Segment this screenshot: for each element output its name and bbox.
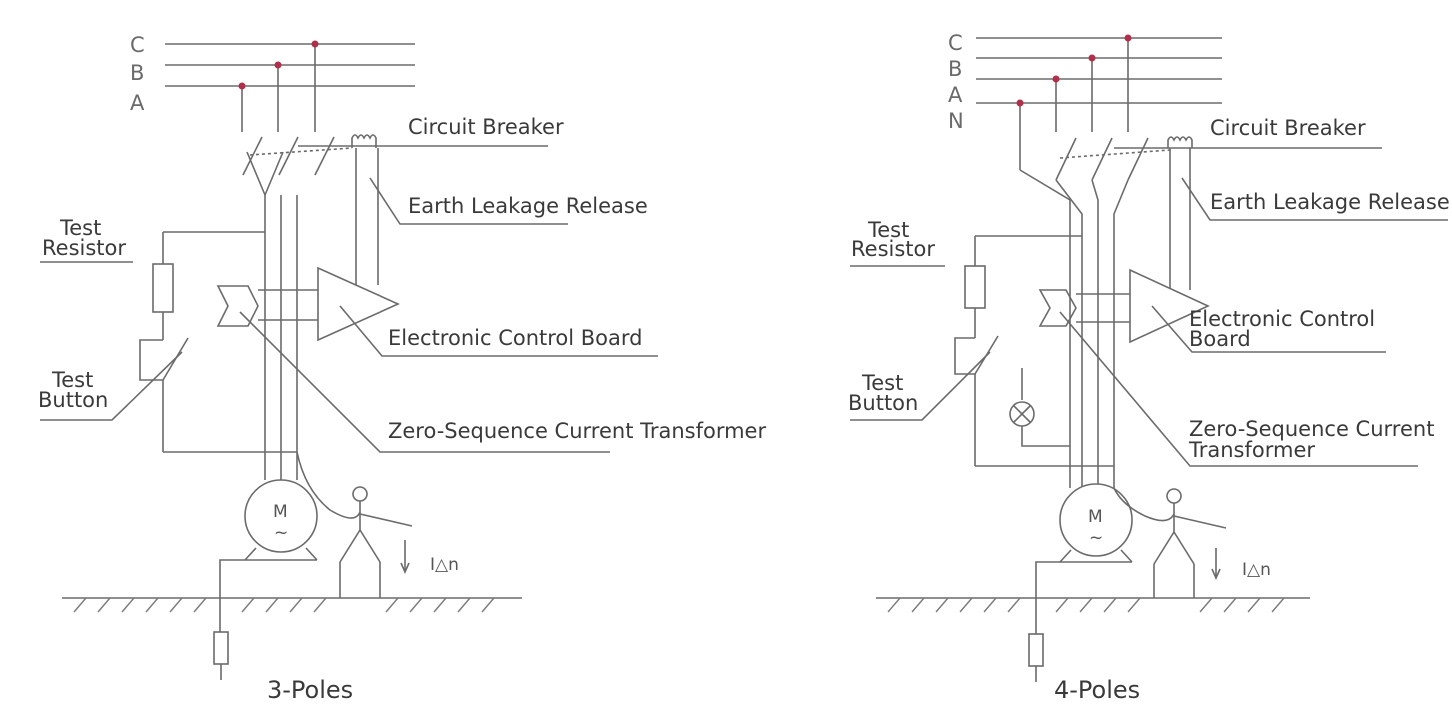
earth-resistor xyxy=(1028,633,1044,667)
test-button-symbol xyxy=(954,337,975,375)
electronic-control-board xyxy=(317,266,400,342)
breaker-contact xyxy=(264,151,284,196)
leakage-arrow-head xyxy=(400,562,410,574)
release-coil xyxy=(351,134,377,148)
four-pole-diagram: C B A N xyxy=(848,31,1450,704)
breaker-contact xyxy=(278,136,299,176)
breaker-contact xyxy=(242,136,263,176)
phase-label-b: B xyxy=(948,57,962,81)
ground-hatching xyxy=(887,597,1285,613)
motor xyxy=(244,479,318,553)
breaker-contact xyxy=(1055,137,1077,181)
leader-test-button xyxy=(40,351,183,421)
leader-test-button xyxy=(850,351,991,421)
phase-label-a: A xyxy=(948,83,963,107)
junction-dot xyxy=(1088,54,1096,62)
phase-label-c: C xyxy=(130,33,145,57)
person-legs xyxy=(339,528,381,598)
motor-tilde: ~ xyxy=(1089,528,1103,548)
caption-4-poles: 4-Poles xyxy=(1054,676,1140,704)
breaker-contact xyxy=(1127,137,1149,181)
motor-earth-wire xyxy=(1035,561,1060,634)
breaker-contact xyxy=(246,151,266,196)
label-test-resistor-1: Test xyxy=(867,218,909,242)
phase-label-b: B xyxy=(130,61,144,85)
lamp-wire xyxy=(1021,426,1070,447)
junction-dot xyxy=(1052,75,1060,83)
label-earth-leakage-release: Earth Leakage Release xyxy=(408,194,648,218)
label-zero-sequence-2: Transformer xyxy=(1188,438,1315,462)
test-resistor xyxy=(152,263,174,313)
conductor-3 xyxy=(1113,179,1129,488)
junction-dot xyxy=(274,61,282,69)
phase-label-n: N xyxy=(948,109,964,133)
label-zero-sequence-1: Zero-Sequence Current xyxy=(1189,417,1434,441)
leakage-path xyxy=(296,451,361,519)
junction-dot xyxy=(311,40,319,48)
motor-label: M xyxy=(273,502,288,522)
release-coil xyxy=(1167,136,1193,148)
motor xyxy=(1059,483,1133,557)
motor-earth-wire xyxy=(219,559,245,632)
breaker-linkage xyxy=(1059,149,1171,159)
label-circuit-breaker: Circuit Breaker xyxy=(1210,116,1366,140)
person-head xyxy=(1166,488,1182,504)
label-test-button-2: Button xyxy=(38,388,108,412)
label-test-button-1: Test xyxy=(51,368,93,392)
leader-earth-leakage xyxy=(1181,177,1448,221)
label-test-resistor-1: Test xyxy=(59,216,101,240)
leader-earth-leakage xyxy=(369,177,568,225)
neutral-conductor xyxy=(1019,169,1071,488)
label-earth-leakage-release: Earth Leakage Release xyxy=(1210,190,1450,214)
motor-tilde: ~ xyxy=(274,523,288,543)
phase-label-c: C xyxy=(948,31,963,55)
motor-base xyxy=(1059,549,1133,563)
label-zero-sequence: Zero-Sequence Current Transformer xyxy=(388,419,766,443)
person-legs xyxy=(1153,530,1195,598)
zero-sequence-ct xyxy=(1038,289,1077,327)
leakage-current-label: I△n xyxy=(430,555,459,575)
label-electronic-control-board-2: Board xyxy=(1189,327,1251,351)
label-electronic-control-board: Electronic Control Board xyxy=(388,326,643,350)
indicator-lamp-cross xyxy=(1013,405,1031,423)
ground-hatching xyxy=(73,597,495,613)
zero-sequence-ct xyxy=(216,285,259,327)
label-test-button-1: Test xyxy=(861,371,903,395)
motor-base xyxy=(244,547,318,561)
junction-dot xyxy=(238,82,246,90)
breaker-linkage xyxy=(249,147,353,156)
test-resistor xyxy=(964,265,986,309)
breaker-contact xyxy=(1091,137,1113,181)
conductor-1 xyxy=(1055,179,1083,488)
earth-resistor xyxy=(213,631,229,665)
person-arm xyxy=(1173,515,1227,529)
label-test-button-2: Button xyxy=(848,391,918,415)
test-button-symbol xyxy=(139,339,163,381)
caption-3-poles: 3-Poles xyxy=(267,676,353,704)
leader-zero-sequence xyxy=(239,311,610,453)
leader-control-board xyxy=(1151,305,1386,353)
breaker-contact xyxy=(314,136,335,176)
label-electronic-control-board-1: Electronic Control xyxy=(1189,307,1375,331)
junction-dot xyxy=(1124,34,1132,42)
leakage-path xyxy=(1113,487,1175,522)
person-head xyxy=(352,486,368,502)
leader-control-board xyxy=(339,305,658,357)
person-arm xyxy=(359,513,413,527)
motor-label: M xyxy=(1088,507,1103,527)
label-test-resistor-2: Resistor xyxy=(851,237,935,261)
junction-dot xyxy=(1016,99,1024,107)
phase-label-a: A xyxy=(130,91,145,115)
leakage-current-label: I△n xyxy=(1242,560,1271,580)
conductor-2 xyxy=(1091,179,1099,488)
leader-zero-sequence xyxy=(1059,311,1418,467)
electronic-control-board xyxy=(1129,268,1210,344)
label-circuit-breaker: Circuit Breaker xyxy=(408,115,564,139)
three-pole-diagram: C B A xyxy=(38,33,766,704)
leakage-arrow-head xyxy=(1211,568,1221,580)
label-test-resistor-2: Resistor xyxy=(42,236,126,260)
